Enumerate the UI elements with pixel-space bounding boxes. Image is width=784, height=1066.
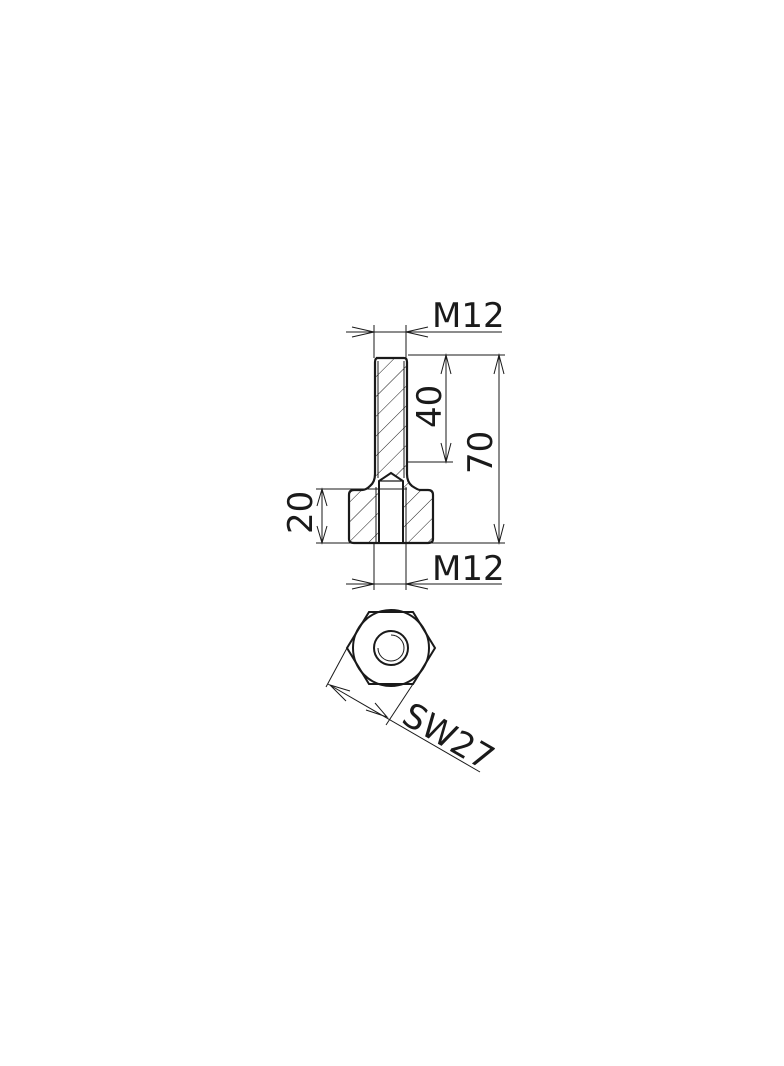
top-view: SW27 bbox=[325, 609, 501, 779]
label-top-thread: M12 bbox=[432, 296, 505, 336]
dim-overall-length: 70 bbox=[461, 353, 505, 545]
side-view: M12 40 70 20 bbox=[281, 296, 505, 590]
dim-top-thread: M12 bbox=[346, 296, 505, 358]
bore-outer-circle bbox=[373, 630, 409, 666]
dim-thread-depth: 20 bbox=[281, 487, 505, 545]
label-wrench-size: SW27 bbox=[396, 695, 501, 779]
dim-wrench-size: SW27 bbox=[325, 647, 501, 779]
hex-outline bbox=[345, 611, 437, 685]
label-stud-length: 40 bbox=[410, 385, 450, 428]
label-overall-length: 70 bbox=[461, 431, 501, 474]
thread-arc bbox=[377, 634, 405, 662]
dim-bottom-thread: M12 bbox=[346, 543, 505, 590]
label-bottom-thread: M12 bbox=[432, 549, 505, 589]
label-thread-depth: 20 bbox=[281, 491, 321, 534]
hex-chamfer-circle bbox=[352, 609, 430, 687]
threaded-bore bbox=[378, 471, 404, 544]
dim-stud-length: 40 bbox=[408, 353, 505, 464]
